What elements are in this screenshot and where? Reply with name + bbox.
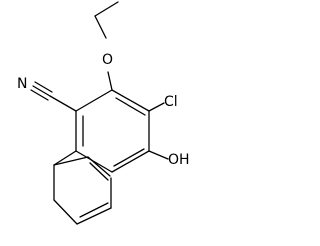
bond-nitrile-triple-a [32,85,51,97]
bond-bridge-top-inner [89,162,109,181]
chlorine-label: Cl [164,94,178,110]
bond-ring-c4-c4a [111,150,150,173]
hydroxyl-label: OH [168,152,190,168]
bond-ring-c4-c4a-inner [113,148,145,167]
bond-o-ring [107,71,113,91]
bond-bridge-left-top [53,150,77,166]
structure-diagram: O N Cl OH [17,1,190,225]
bond-ring-c2-c3-inner [115,97,146,116]
bond-ring-c1-c2 [75,89,113,112]
bond-ring-c2-c3 [111,89,150,112]
bond-bridge-bottom [76,207,112,225]
nitrogen-label: N [17,76,27,92]
bond-bridge-bottom-left [53,199,78,225]
oxygen-ether-label: O [102,52,113,68]
bond-nitrile-triple-c [30,89,49,101]
bond-bridge-bottom-inner [79,202,109,218]
bond-ethyl-ch2-o [94,15,107,39]
bond-nitrile-triple-b [34,81,53,93]
bond-c-oh [148,150,169,160]
bond-bridge-top-right [87,156,111,177]
bond-bridge-top [53,156,89,166]
bond-c-cl [148,102,165,112]
bond-nitrile-single [49,95,77,112]
molecule-svg: O N Cl OH [17,1,190,225]
bond-ethyl-ch3 [94,1,119,17]
